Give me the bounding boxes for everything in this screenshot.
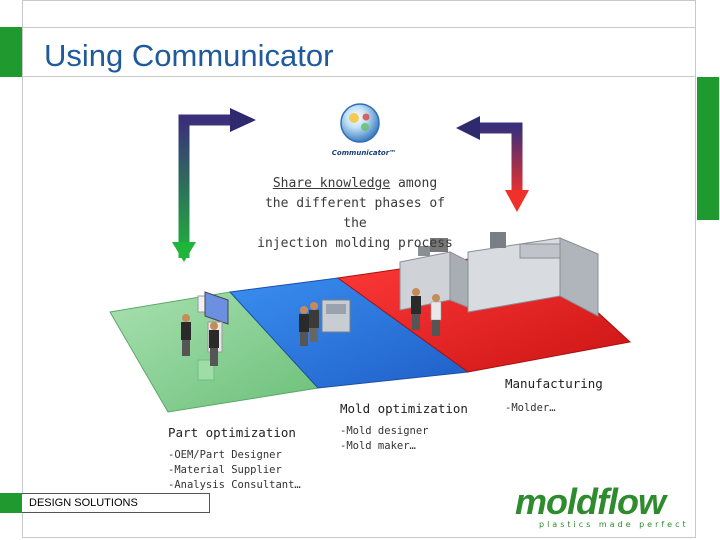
person-icon [299, 306, 309, 346]
share-knowledge-text: Share knowledge among the different phas… [250, 174, 460, 254]
share-text-line2: the different phases of the [264, 196, 445, 231]
arrow-down-left-icon [172, 108, 256, 262]
logo-wordmark: moldflow [515, 481, 666, 522]
part-optimization-heading: Part optimization [168, 425, 296, 440]
mold-item: -Mold maker… [340, 440, 416, 452]
mold-optimization-heading: Mold optimization [340, 401, 468, 416]
arrow-down-right-icon [456, 116, 529, 212]
mold-item: -Mold designer [340, 425, 429, 437]
injection-molding-machine-icon [467, 232, 599, 317]
accent-bar-left [0, 27, 22, 77]
mold-workstation-icon [321, 299, 351, 333]
accent-bar-right [697, 77, 719, 220]
slide-title: Using Communicator [44, 38, 334, 73]
manufacturing-heading: Manufacturing [505, 376, 603, 391]
share-text-rest: among [390, 176, 438, 191]
design-accent-bar [0, 493, 22, 513]
share-text-line3: injection molding process [257, 236, 453, 251]
share-knowledge-link[interactable]: Share knowledge [272, 176, 391, 191]
logo-tagline: plastics made perfect [539, 520, 689, 529]
communicator-icon [340, 103, 380, 143]
communicator-label: Communicator™ [331, 149, 397, 157]
person-icon [430, 294, 442, 336]
part-item: -OEM/Part Designer [168, 449, 282, 461]
person-icon [181, 314, 191, 356]
person-icon [209, 322, 219, 366]
moldflow-logo: moldflow plastics made perfect [515, 481, 689, 530]
part-item: -Analysis Consultant… [168, 479, 301, 491]
title-box [22, 27, 696, 77]
manufacturing-item: -Molder… [505, 402, 556, 414]
person-icon [309, 302, 319, 342]
design-solutions-label: DESIGN SOLUTIONS [22, 493, 210, 513]
slide-frame [22, 0, 696, 538]
part-item: -Material Supplier [168, 464, 282, 476]
person-icon [411, 288, 421, 330]
